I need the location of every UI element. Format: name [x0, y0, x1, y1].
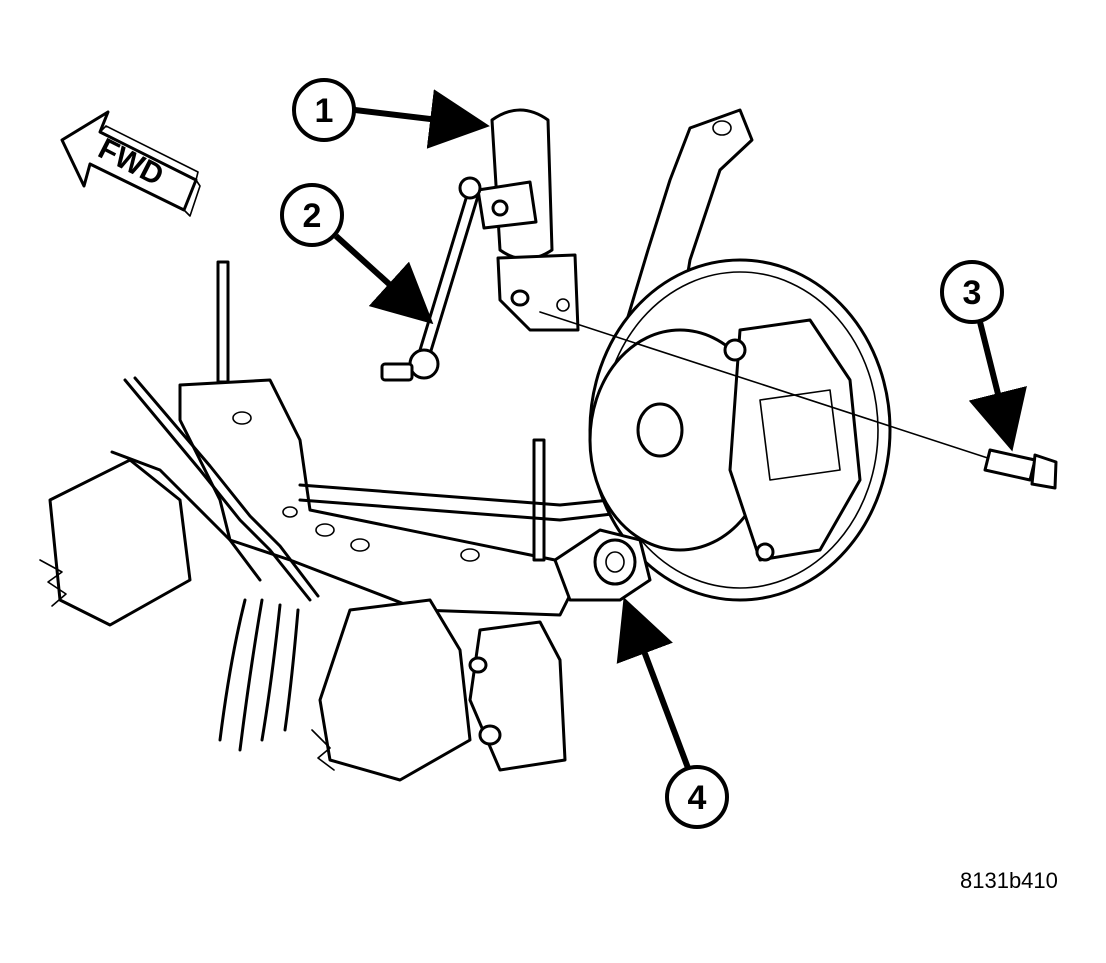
stabilizer-link [380, 176, 482, 382]
brake-caliper [723, 318, 862, 562]
callout-2: 2 [280, 183, 434, 325]
callout-1: 1 [292, 78, 490, 149]
cut-section-left [39, 458, 192, 627]
callout-4: 4 [616, 597, 729, 829]
attaching-bolt [539, 311, 1058, 490]
callout-3-number: 3 [963, 274, 982, 312]
callout-4-number: 4 [688, 779, 707, 817]
brake-lines [110, 376, 320, 752]
figure-id: 8131b410 [960, 868, 1058, 893]
callout-2-number: 2 [303, 197, 322, 235]
callout-1-number: 1 [315, 92, 334, 130]
callout-3: 3 [940, 260, 1027, 452]
shock-absorber [476, 108, 580, 332]
cut-section-bottom [311, 598, 567, 782]
subframe [178, 260, 614, 617]
fwd-arrow-icon: FWD [60, 110, 201, 217]
lower-control-arm [553, 528, 652, 602]
